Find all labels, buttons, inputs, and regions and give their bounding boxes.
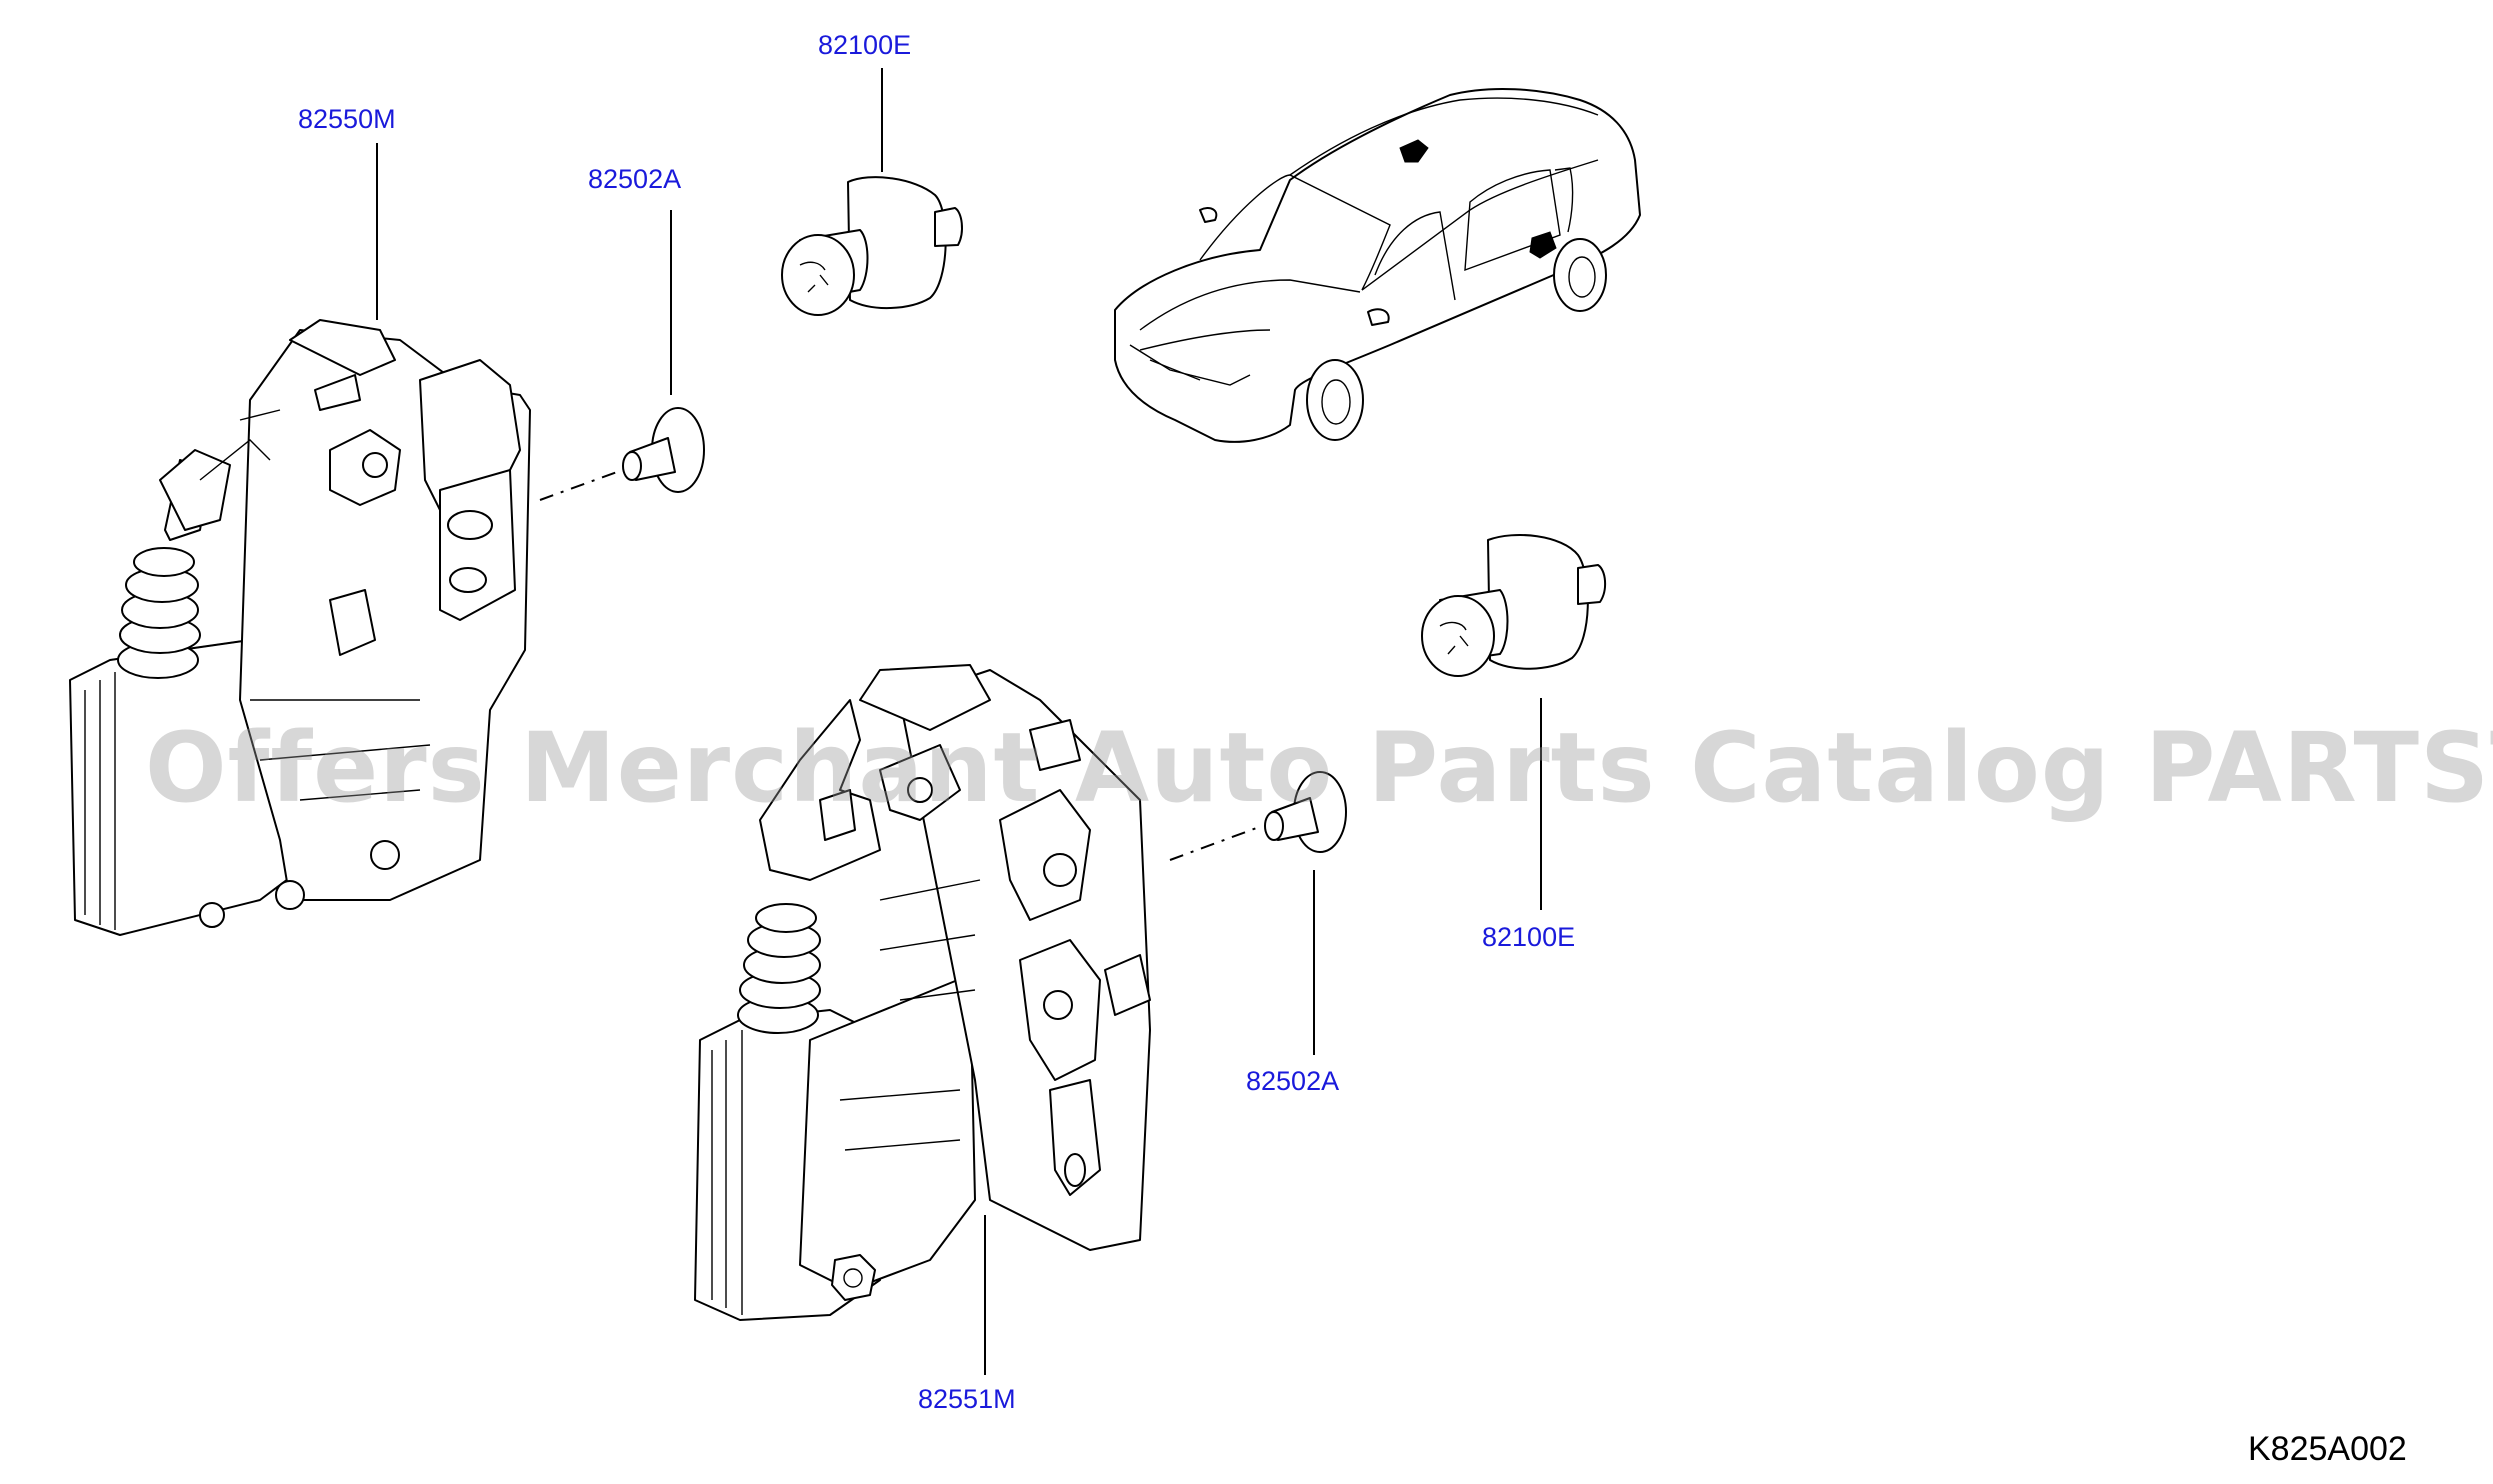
door-lock-82550m [69, 319, 531, 936]
label-82100e-top[interactable]: 82100E [818, 30, 912, 60]
axis-line-upper [539, 467, 629, 501]
clip-82100e-right [1421, 534, 1606, 677]
grommet-82502a-top [622, 407, 705, 493]
car-illustration [1114, 87, 1641, 443]
lock-location-marker-front [1399, 139, 1429, 163]
axis-line-lower [1169, 825, 1263, 861]
door-lock-82551m [694, 664, 1151, 1321]
watermark-text: Offers Merchant Auto Parts Catalog PARTS… [145, 712, 2493, 824]
grommet-82502a-bottom [1264, 771, 1347, 853]
lock-location-marker-rear [1529, 231, 1557, 259]
label-82551m[interactable]: 82551M [918, 1384, 1016, 1414]
diagram-code: K825A002 [2248, 1430, 2407, 1468]
label-82502a-bottom[interactable]: 82502A [1246, 1066, 1340, 1096]
label-82100e-right[interactable]: 82100E [1482, 922, 1576, 952]
label-82550m[interactable]: 82550M [298, 104, 396, 134]
label-82502a-top[interactable]: 82502A [588, 164, 682, 194]
clip-82100e-top [781, 176, 963, 316]
